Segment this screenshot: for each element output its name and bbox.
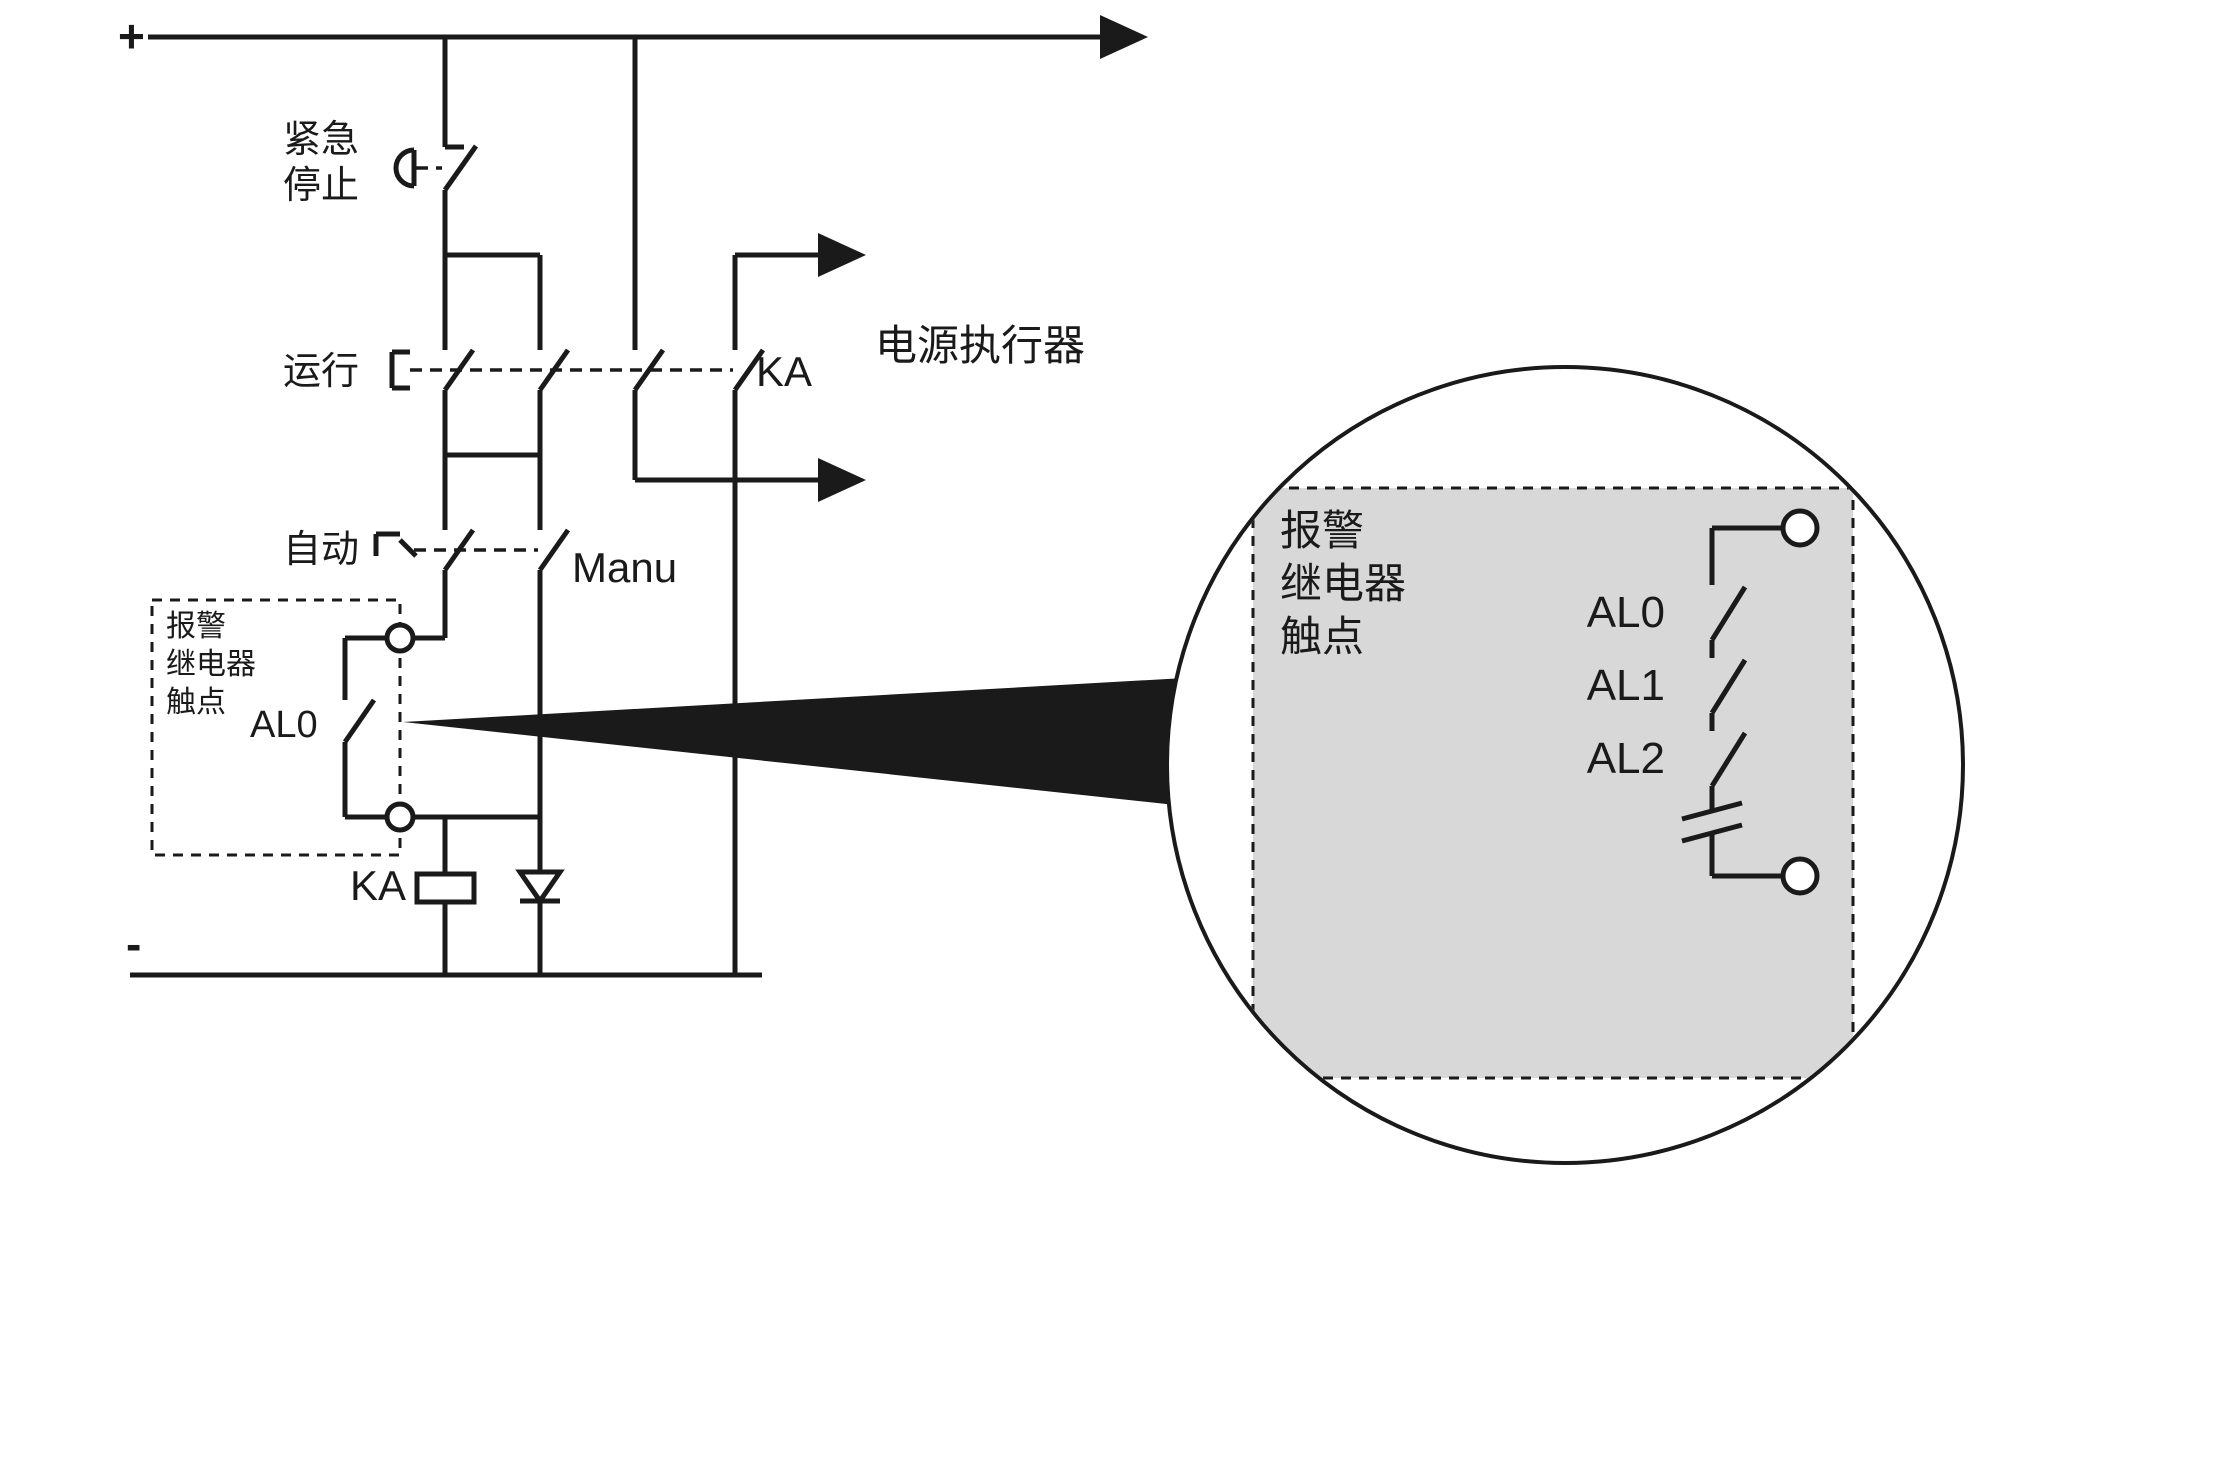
alarm-relay-detail-box xyxy=(1251,486,1855,1080)
ka-coil-label: KA xyxy=(350,862,406,909)
emergency-stop-label-line2: 停止 xyxy=(283,165,359,207)
flyback-diode-branch xyxy=(515,869,565,975)
magnifier-al1-label: AL1 xyxy=(1587,661,1665,710)
alarm-box-label-line3: 触点 xyxy=(166,686,226,719)
al0-contact-blade xyxy=(1709,585,1748,642)
ka-contact-branches xyxy=(632,37,866,975)
alarm-relay-contact-box xyxy=(150,598,540,857)
terminal-circle xyxy=(1780,856,1820,896)
run-contact-row xyxy=(389,252,733,530)
al2-contact-blade xyxy=(1709,731,1748,788)
alarm-box-label-line2: 继电器 xyxy=(166,648,256,681)
auto-label: 自动 xyxy=(283,529,359,571)
magnifier-callout-wedge xyxy=(403,678,1185,806)
magnifier-alarm-label-line3: 触点 xyxy=(1280,613,1364,660)
magnifier-alarm-label-line2: 继电器 xyxy=(1280,560,1406,607)
arrow-right-icon xyxy=(1100,15,1148,59)
alarm-box-label-line1: 报警 xyxy=(166,610,226,643)
auto-contact-row xyxy=(373,528,571,872)
arrow-right-icon xyxy=(818,233,866,277)
power-actuator-label: 电源执行器 xyxy=(875,322,1085,369)
manual-actuator-icon xyxy=(398,538,418,558)
manu-label: Manu xyxy=(572,544,677,591)
relay-coil-symbol xyxy=(414,871,477,905)
al1-contact-blade xyxy=(1709,658,1748,715)
magnifier-al2-label: AL2 xyxy=(1587,734,1665,783)
ka-coil-branch xyxy=(414,817,477,975)
magnifier-content: 报警 继电器 触点 AL0 AL1 AL2 xyxy=(1251,486,1855,1080)
magnifier-al0-label: AL0 xyxy=(1587,588,1665,637)
no-contact-blade xyxy=(732,348,766,392)
nc-contact-blade xyxy=(442,144,479,192)
emergency-stop-label-line1: 紧急 xyxy=(283,119,359,161)
capacitor-plate xyxy=(1681,822,1743,844)
capacitor-plate xyxy=(1681,800,1743,822)
emergency-stop-branch xyxy=(393,37,479,350)
arrow-right-icon xyxy=(818,458,866,502)
al0-contact-label: AL0 xyxy=(250,704,318,746)
diode-symbol xyxy=(515,869,565,906)
terminal-circle xyxy=(1780,508,1820,548)
alarm-contact-chain xyxy=(1681,508,1820,896)
no-contact-blade xyxy=(632,348,666,392)
plus-rail-label: + xyxy=(118,10,145,62)
ka-contact-label: KA xyxy=(756,348,812,395)
magnifier-alarm-label-line1: 报警 xyxy=(1280,507,1364,554)
mushroom-button-icon xyxy=(393,147,415,189)
minus-rail-label: - xyxy=(126,918,141,970)
run-label: 运行 xyxy=(283,351,359,393)
terminal-circle xyxy=(384,801,416,833)
terminal-circle xyxy=(384,622,416,654)
top-power-rail xyxy=(148,15,1148,59)
no-contact-blade xyxy=(537,528,571,572)
no-contact-blade xyxy=(342,698,377,744)
